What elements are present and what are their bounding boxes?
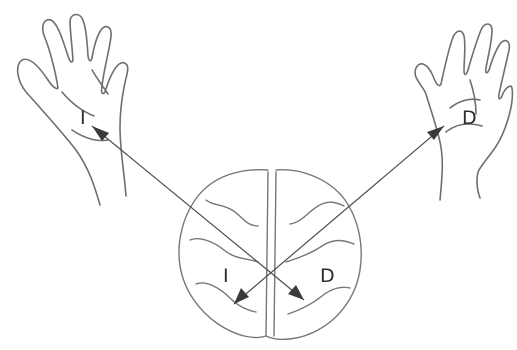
- left-hand-outline: [18, 15, 128, 205]
- brain: [179, 170, 361, 340]
- arrow-line-left-hand-to-right-hemisphere: [92, 126, 304, 300]
- brain-gyrus-left-1: [206, 200, 258, 226]
- left-hand-crease-1: [62, 92, 94, 116]
- left-hand-label: I: [80, 107, 86, 129]
- brain-gyrus-right-1: [290, 202, 344, 224]
- arrowhead-right-hemisphere: [288, 285, 304, 300]
- arrowhead-left-hand: [92, 126, 109, 141]
- brain-gyrus-left-2: [190, 239, 258, 262]
- brain-fissure: [266, 172, 276, 336]
- arrow-line-right-hand-to-left-hemisphere: [234, 126, 444, 304]
- left-hemisphere-label: I: [223, 265, 229, 287]
- brain-outline: [179, 170, 361, 340]
- right-hand-label: D: [462, 107, 477, 129]
- left-hand: [18, 15, 128, 205]
- right-hemisphere-label: D: [320, 265, 335, 287]
- arrowhead-left-hemisphere: [234, 288, 249, 304]
- left-hand-crease-2: [92, 70, 108, 94]
